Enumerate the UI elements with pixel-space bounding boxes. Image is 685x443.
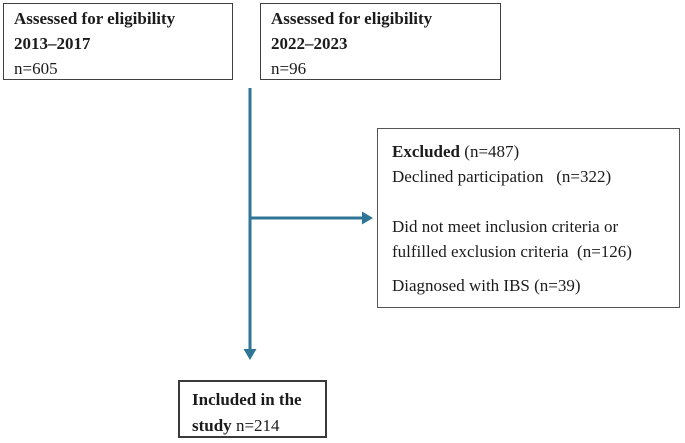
assessed-2013-count: n=605 [14, 59, 58, 78]
excluded-title-count: (n=487) [460, 142, 520, 161]
excluded-title: Excluded [392, 142, 461, 161]
right-arrowhead-icon [362, 211, 373, 225]
excluded-spacer [392, 189, 665, 214]
excluded-inclusion-criteria-2: fulfilled exclusion criteria (n=126) [392, 242, 632, 261]
included-study-label: study [192, 416, 232, 435]
assessed-2022-period: 2022–2023 [271, 34, 348, 53]
box-excluded: Excluded (n=487) Declined participation … [377, 128, 680, 308]
included-title-line1: Included in the [192, 390, 302, 409]
excluded-title-line: Excluded (n=487) [392, 139, 665, 164]
included-count: n=214 [231, 416, 280, 435]
box-assessed-2022-2023: Assessed for eligibility 2022–2023 n=96 [260, 3, 501, 80]
assessed-2022-count: n=96 [271, 59, 307, 78]
excluded-inclusion-criteria-1: Did not meet inclusion criteria or [392, 217, 619, 236]
assessed-2022-title: Assessed for eligibility [271, 9, 433, 28]
down-arrowhead-icon [243, 349, 257, 360]
excluded-ibs: Diagnosed with IBS (n=39) [392, 276, 581, 295]
box-included: Included in the study n=214 [178, 380, 327, 438]
box-assessed-2013-2017: Assessed for eligibility 2013–2017 n=605 [3, 3, 233, 80]
assessed-2013-title: Assessed for eligibility [14, 9, 176, 28]
included-title-line2: study n=214 [192, 413, 313, 439]
assessed-2013-period: 2013–2017 [14, 34, 91, 53]
excluded-declined: Declined participation (n=322) [392, 167, 612, 186]
